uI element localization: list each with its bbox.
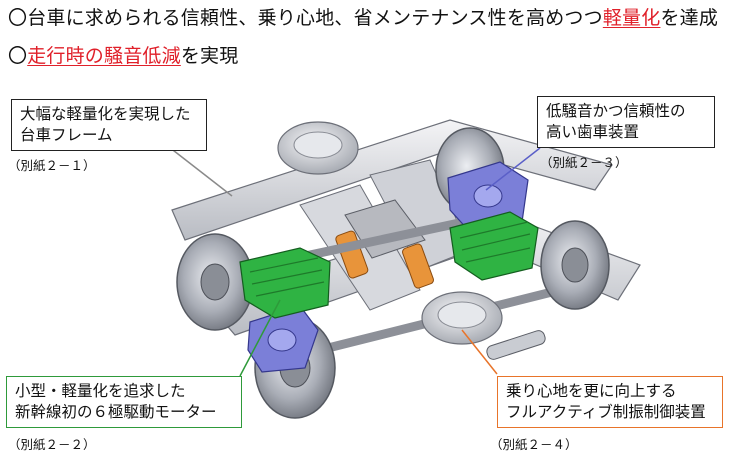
headline-2-highlight-a: 走行時の <box>27 45 105 67</box>
motor-right <box>449 211 539 281</box>
callout-gear-line2: 高い歯車装置 <box>546 123 640 141</box>
yaw-damper-left <box>335 230 369 279</box>
callout-damper-line2: フルアクティブ制振制御装置 <box>506 403 706 421</box>
leader-damper <box>461 329 498 375</box>
motor-left <box>239 247 331 319</box>
headline-1: 〇台車に求められる信頼性、乗り心地、省メンテナンス性を高めつつ軽量化を達成 <box>8 6 718 30</box>
callout-motor-line1: 小型・軽量化を追求した <box>15 382 186 400</box>
headline-2-highlight-b: 騒音低減 <box>104 45 181 67</box>
headline-1-prefix: 〇台車に求められる信頼性、乗り心地、省メンテナンス性を高めつつ <box>8 7 603 29</box>
headline-1-suffix: を達成 <box>660 7 719 29</box>
callout-motor-line2: 新幹線初の６極駆動モーター <box>15 403 217 421</box>
headline-1-highlight: 軽量化 <box>602 7 661 29</box>
callout-damper-line1: 乗り心地を更に向上する <box>506 382 677 400</box>
callout-gear-line1: 低騒音かつ信頼性の <box>546 102 686 120</box>
leader-gear <box>485 147 541 191</box>
callout-frame-ref: （別紙２－１） <box>8 158 96 173</box>
yaw-damper-right <box>402 243 434 289</box>
callout-frame-line2: 台車フレーム <box>20 126 113 144</box>
callout-frame-line1: 大幅な軽量化を実現した <box>20 105 191 123</box>
headline-2: 〇走行時の騒音低減を実現 <box>8 44 238 68</box>
side-frame-rear <box>171 119 613 241</box>
callout-motor: 小型・軽量化を追求した 新幹線初の６極駆動モーター <box>6 376 242 428</box>
callout-damper-ref: （別紙２－４） <box>490 437 578 452</box>
active-damper <box>486 330 546 360</box>
headline-2-prefix: 〇 <box>8 45 28 67</box>
leader-motor <box>239 299 281 377</box>
headline-2-suffix: を実現 <box>180 45 239 67</box>
callout-gear: 低騒音かつ信頼性の 高い歯車装置 <box>537 96 715 148</box>
callout-gear-ref: （別紙２－３） <box>540 155 628 170</box>
callout-motor-ref: （別紙２－２） <box>8 437 96 452</box>
callout-frame: 大幅な軽量化を実現した 台車フレーム <box>11 99 207 151</box>
callout-damper: 乗り心地を更に向上する フルアクティブ制振制御装置 <box>497 376 723 428</box>
